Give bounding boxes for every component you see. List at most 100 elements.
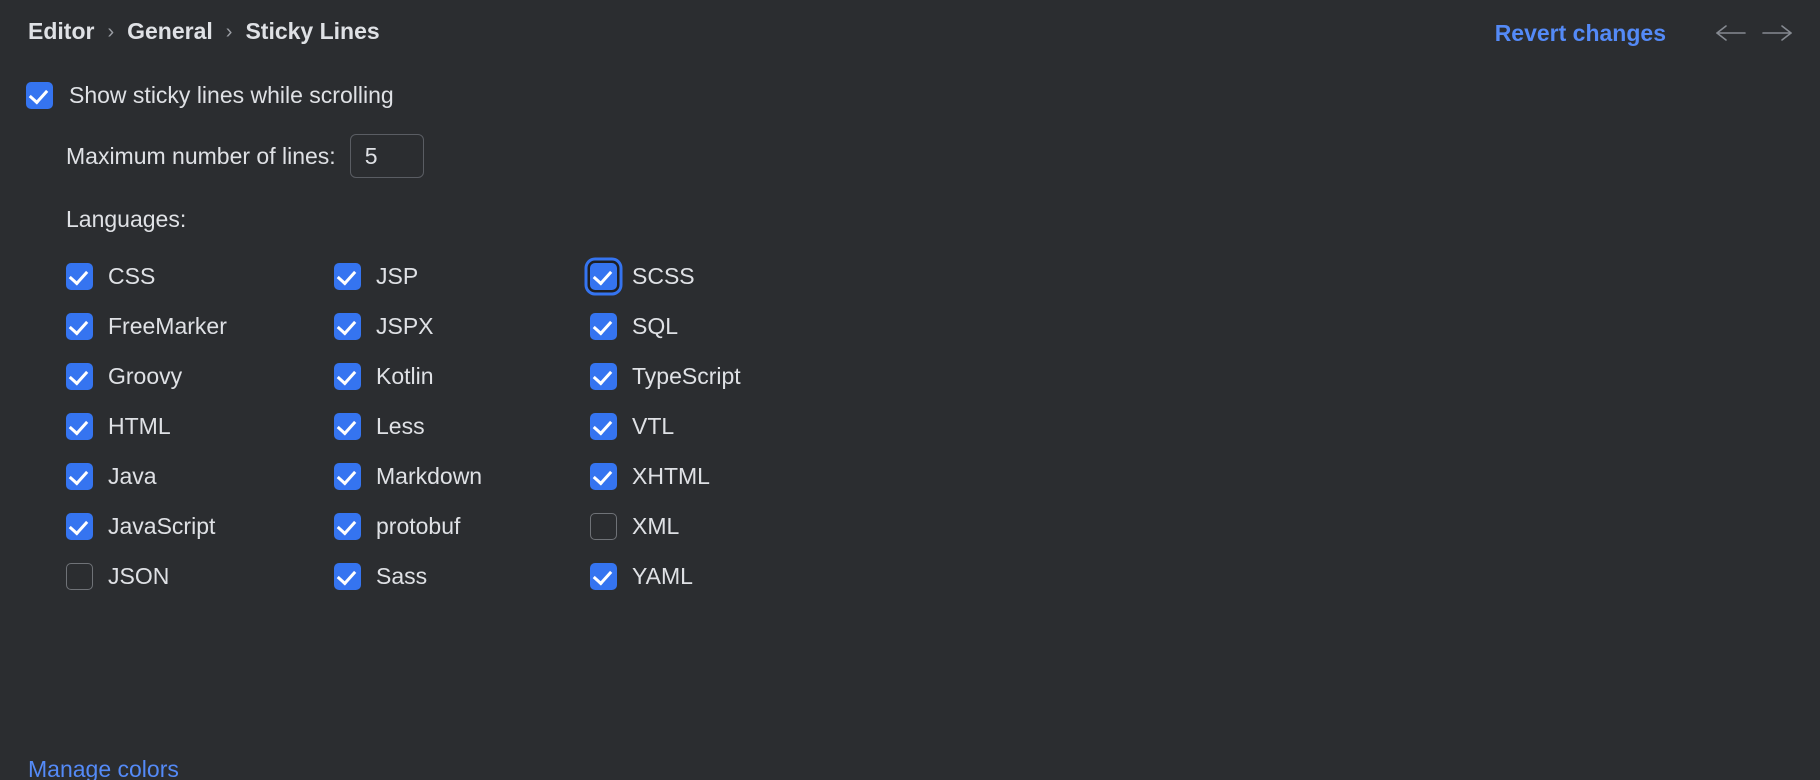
- language-checkbox-protobuf[interactable]: [334, 512, 361, 540]
- language-row-jspx[interactable]: JSPX: [334, 301, 482, 351]
- show-sticky-lines-row[interactable]: Show sticky lines while scrolling: [26, 82, 394, 109]
- language-row-groovy[interactable]: Groovy: [66, 351, 227, 401]
- language-row-scss[interactable]: SCSS: [590, 251, 741, 301]
- language-label-javascript: JavaScript: [108, 512, 216, 539]
- language-checkbox-jspx[interactable]: [334, 312, 361, 340]
- language-row-css[interactable]: CSS: [66, 251, 227, 301]
- language-label-jspx: JSPX: [376, 312, 434, 339]
- show-sticky-lines-label: Show sticky lines while scrolling: [69, 82, 394, 108]
- language-label-less: Less: [376, 412, 425, 439]
- checkmark-icon: [68, 365, 89, 385]
- language-checkbox-java[interactable]: [66, 462, 93, 490]
- language-row-javascript[interactable]: JavaScript: [66, 501, 227, 551]
- language-checkbox-sass[interactable]: [334, 562, 361, 590]
- languages-label: Languages:: [66, 206, 187, 232]
- arrow-left-icon[interactable]: [1708, 16, 1754, 50]
- language-label-protobuf: protobuf: [376, 512, 461, 539]
- language-label-xml: XML: [632, 512, 680, 539]
- language-row-json[interactable]: JSON: [66, 551, 227, 601]
- language-checkbox-groovy[interactable]: [66, 362, 93, 390]
- language-checkbox-xml[interactable]: [590, 512, 617, 540]
- checkmark-icon: [68, 465, 89, 485]
- language-checkbox-css[interactable]: [66, 262, 93, 290]
- header-actions: Revert changes: [1495, 16, 1800, 50]
- checkmark-icon: [336, 415, 357, 435]
- language-checkbox-yaml[interactable]: [590, 562, 617, 590]
- language-checkbox-html[interactable]: [66, 412, 93, 440]
- checkmark-icon: [592, 265, 613, 285]
- checkmark-icon: [28, 84, 49, 105]
- language-row-java[interactable]: Java: [66, 451, 227, 501]
- language-label-groovy: Groovy: [108, 362, 183, 389]
- language-checkbox-markdown[interactable]: [334, 462, 361, 490]
- manage-colors-link[interactable]: Manage colors: [28, 756, 179, 780]
- checkmark-icon: [592, 365, 613, 385]
- language-checkbox-javascript[interactable]: [66, 512, 93, 540]
- language-label-markdown: Markdown: [376, 462, 483, 489]
- language-checkbox-less[interactable]: [334, 412, 361, 440]
- language-label-java: Java: [108, 462, 157, 489]
- language-checkbox-typescript[interactable]: [590, 362, 617, 390]
- checkmark-icon: [68, 315, 89, 335]
- language-row-less[interactable]: Less: [334, 401, 482, 451]
- breadcrumb: Editor › General › Sticky Lines: [28, 18, 380, 45]
- language-row-markdown[interactable]: Markdown: [334, 451, 482, 501]
- checkmark-icon: [336, 265, 357, 285]
- checkmark-icon: [336, 565, 357, 585]
- breadcrumb-separator-icon: ›: [107, 20, 115, 43]
- language-row-xml[interactable]: XML: [590, 501, 741, 551]
- breadcrumb-item-editor[interactable]: Editor: [28, 18, 95, 44]
- checkmark-icon: [592, 465, 613, 485]
- show-sticky-lines-checkbox[interactable]: [26, 82, 53, 109]
- arrow-right-icon[interactable]: [1754, 16, 1800, 50]
- breadcrumb-item-general[interactable]: General: [127, 18, 213, 44]
- language-label-scss: SCSS: [632, 262, 695, 289]
- language-checkbox-scss[interactable]: [590, 262, 617, 290]
- checkmark-icon: [68, 265, 89, 285]
- language-row-xhtml[interactable]: XHTML: [590, 451, 741, 501]
- language-checkbox-kotlin[interactable]: [334, 362, 361, 390]
- checkmark-icon: [336, 315, 357, 335]
- breadcrumb-separator-icon: ›: [225, 20, 233, 43]
- language-label-sql: SQL: [632, 312, 679, 339]
- language-row-sass[interactable]: Sass: [334, 551, 482, 601]
- language-label-typescript: TypeScript: [632, 362, 741, 389]
- language-label-freemarker: FreeMarker: [108, 312, 227, 339]
- checkmark-icon: [592, 415, 613, 435]
- language-checkbox-sql[interactable]: [590, 312, 617, 340]
- language-checkbox-xhtml[interactable]: [590, 462, 617, 490]
- language-row-protobuf[interactable]: protobuf: [334, 501, 482, 551]
- checkmark-icon: [336, 465, 357, 485]
- language-checkbox-freemarker[interactable]: [66, 312, 93, 340]
- language-row-typescript[interactable]: TypeScript: [590, 351, 741, 401]
- language-row-sql[interactable]: SQL: [590, 301, 741, 351]
- language-row-kotlin[interactable]: Kotlin: [334, 351, 482, 401]
- language-row-freemarker[interactable]: FreeMarker: [66, 301, 227, 351]
- checkmark-icon: [592, 565, 613, 585]
- language-row-jsp[interactable]: JSP: [334, 251, 482, 301]
- language-label-json: JSON: [108, 562, 170, 589]
- checkmark-icon: [592, 315, 613, 335]
- language-label-kotlin: Kotlin: [376, 362, 434, 389]
- checkmark-icon: [68, 515, 89, 535]
- language-label-sass: Sass: [376, 562, 428, 589]
- language-row-html[interactable]: HTML: [66, 401, 227, 451]
- language-row-yaml[interactable]: YAML: [590, 551, 741, 601]
- max-lines-input[interactable]: [349, 134, 424, 178]
- language-checkbox-vtl[interactable]: [590, 412, 617, 440]
- language-checkbox-jsp[interactable]: [334, 262, 361, 290]
- page-header: Editor › General › Sticky Lines Revert c…: [0, 0, 1820, 66]
- language-row-vtl[interactable]: VTL: [590, 401, 741, 451]
- checkmark-icon: [336, 365, 357, 385]
- revert-changes-link[interactable]: Revert changes: [1494, 19, 1666, 46]
- checkmark-icon: [336, 515, 357, 535]
- language-label-yaml: YAML: [632, 562, 693, 589]
- language-checkbox-json[interactable]: [66, 562, 93, 590]
- language-label-vtl: VTL: [632, 412, 675, 439]
- checkmark-icon: [68, 415, 89, 435]
- breadcrumb-item-sticky-lines: Sticky Lines: [245, 18, 380, 44]
- language-label-xhtml: XHTML: [632, 462, 710, 489]
